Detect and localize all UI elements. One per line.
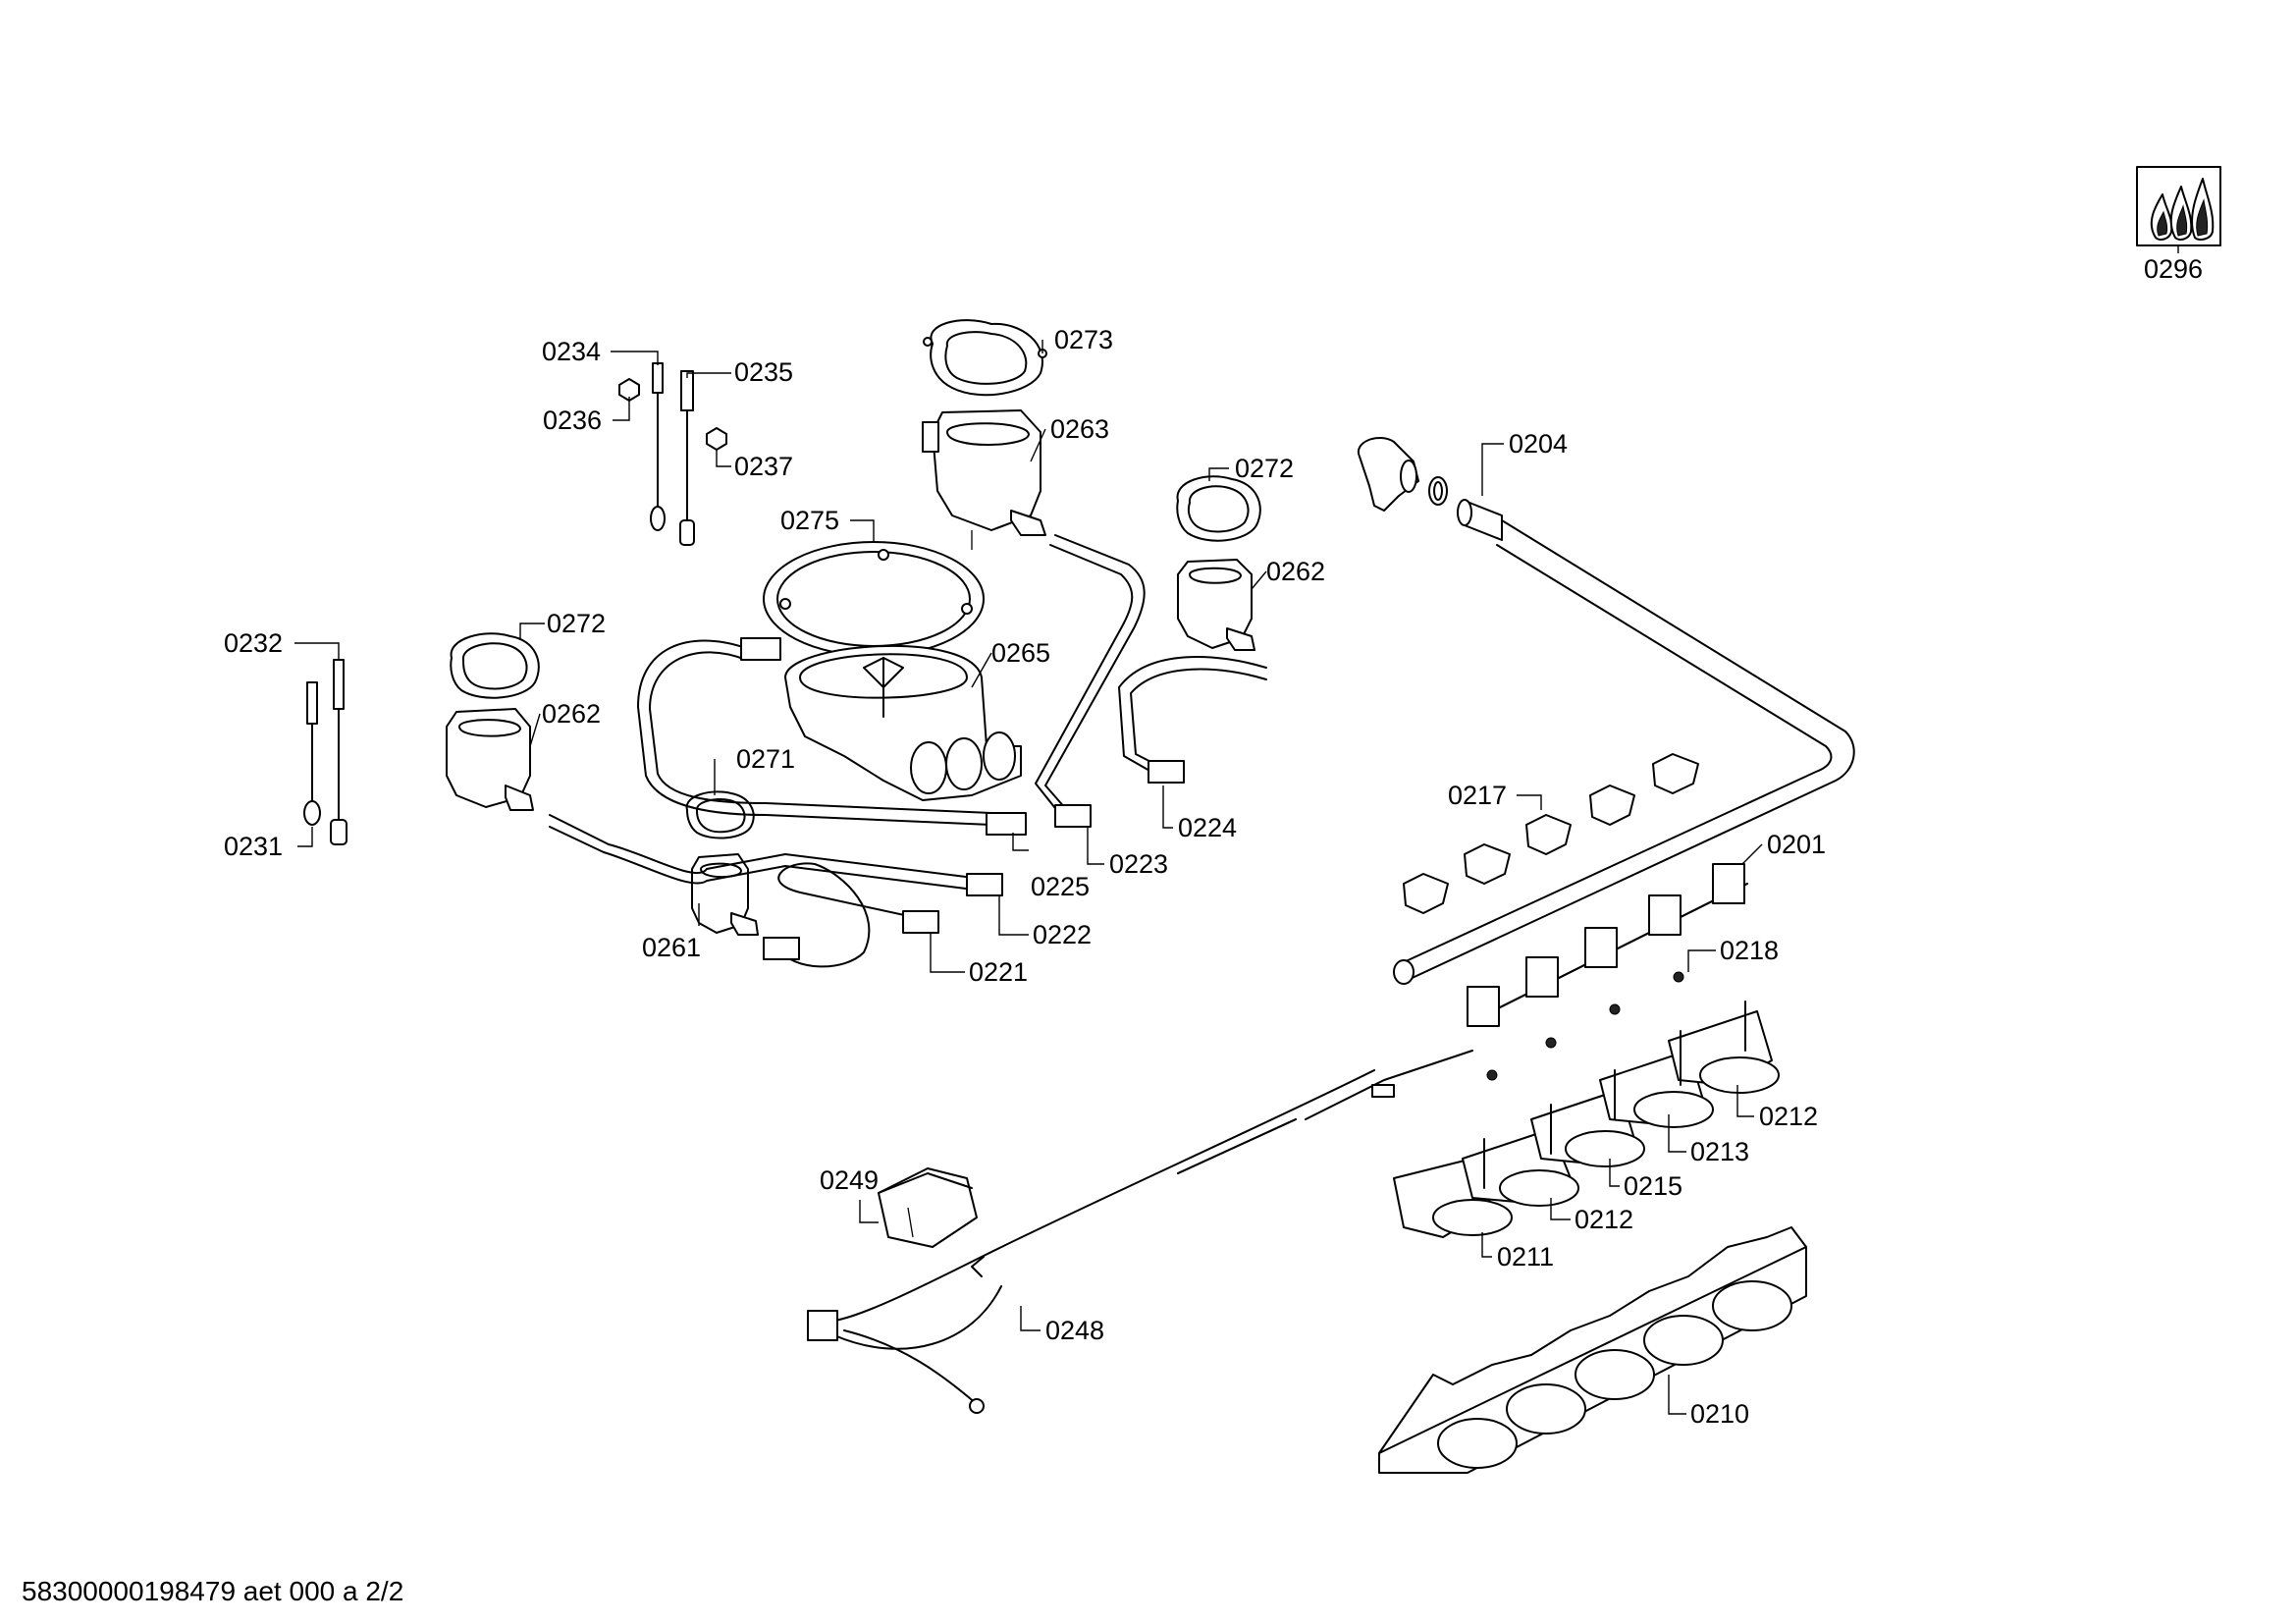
gasket-0275 — [763, 541, 985, 657]
label-0237: 0237 — [734, 452, 793, 481]
gas-inlet-elbow-0204 — [1357, 437, 1503, 541]
label-0234: 0234 — [542, 337, 601, 366]
burner-body-0265 — [784, 644, 1022, 801]
burner-cup-0263 — [922, 409, 1046, 550]
gas-flame-badge — [2136, 166, 2221, 246]
label-0211: 0211 — [1497, 1242, 1554, 1272]
label-0232: 0232 — [224, 628, 283, 658]
gasket-0273 — [923, 319, 1047, 397]
thermocouple-group-left — [303, 659, 347, 845]
clips-0217 — [1403, 753, 1699, 914]
label-0236: 0236 — [543, 406, 602, 435]
document-footer: 58300000198479 aet 000 a 2/2 — [22, 1576, 403, 1606]
gas-pipe-0201 — [1393, 519, 1855, 985]
label-0249: 0249 — [820, 1165, 879, 1195]
label-0204: 0204 — [1509, 429, 1568, 459]
knob-housing-0210 — [1378, 1226, 1807, 1474]
label-0213: 0213 — [1690, 1137, 1749, 1166]
label-0212: 0212 — [1759, 1102, 1818, 1131]
label-0221: 0221 — [969, 957, 1028, 987]
part-labels: 0234 0235 0236 0237 0273 0263 0275 0272 … — [22, 254, 2203, 1606]
label-0273: 0273 — [1054, 325, 1113, 354]
ignition-module-0249 — [878, 1167, 978, 1248]
label-0261: 0261 — [642, 933, 701, 962]
nuts-0218 — [1486, 971, 1684, 1081]
burner-cup-0261 — [691, 853, 759, 936]
label-0215: 0215 — [1624, 1171, 1682, 1201]
badge-label: 0296 — [2144, 254, 2203, 284]
label-0231: 0231 — [224, 832, 283, 861]
gasket-0272-right — [1176, 475, 1261, 542]
label-0218: 0218 — [1720, 936, 1779, 965]
label-0224: 0224 — [1178, 813, 1237, 842]
label-0263: 0263 — [1050, 414, 1109, 444]
wiring-harness-0248 — [807, 1069, 1375, 1414]
manifold-rail-0201 — [1305, 863, 1748, 1120]
burner-cup-0262-left — [446, 708, 534, 811]
label-0248: 0248 — [1045, 1316, 1104, 1345]
gas-tubes-0221-0225 — [549, 534, 1267, 968]
label-0223: 0223 — [1109, 849, 1168, 879]
flame-icon — [2150, 178, 2215, 241]
gasket-0272-left — [450, 632, 540, 699]
label-0212: 0212 — [1575, 1205, 1633, 1234]
label-0265: 0265 — [991, 638, 1050, 668]
label-0262: 0262 — [1266, 557, 1325, 586]
label-0272: 0272 — [547, 609, 606, 638]
thermocouple-group-top — [618, 362, 727, 546]
gas-valves-0211-0215 — [1393, 1001, 1780, 1238]
label-0272: 0272 — [1235, 454, 1294, 483]
label-0222: 0222 — [1033, 920, 1092, 949]
label-0210: 0210 — [1690, 1399, 1749, 1429]
leader-lines — [294, 245, 2179, 1415]
label-0235: 0235 — [734, 357, 793, 387]
label-0271: 0271 — [736, 744, 795, 774]
burner-cup-0262-right — [1177, 559, 1255, 651]
label-0225: 0225 — [1031, 872, 1090, 901]
label-0217: 0217 — [1448, 781, 1507, 810]
label-0275: 0275 — [780, 506, 839, 535]
label-0201: 0201 — [1767, 830, 1826, 859]
label-0262: 0262 — [542, 699, 601, 729]
